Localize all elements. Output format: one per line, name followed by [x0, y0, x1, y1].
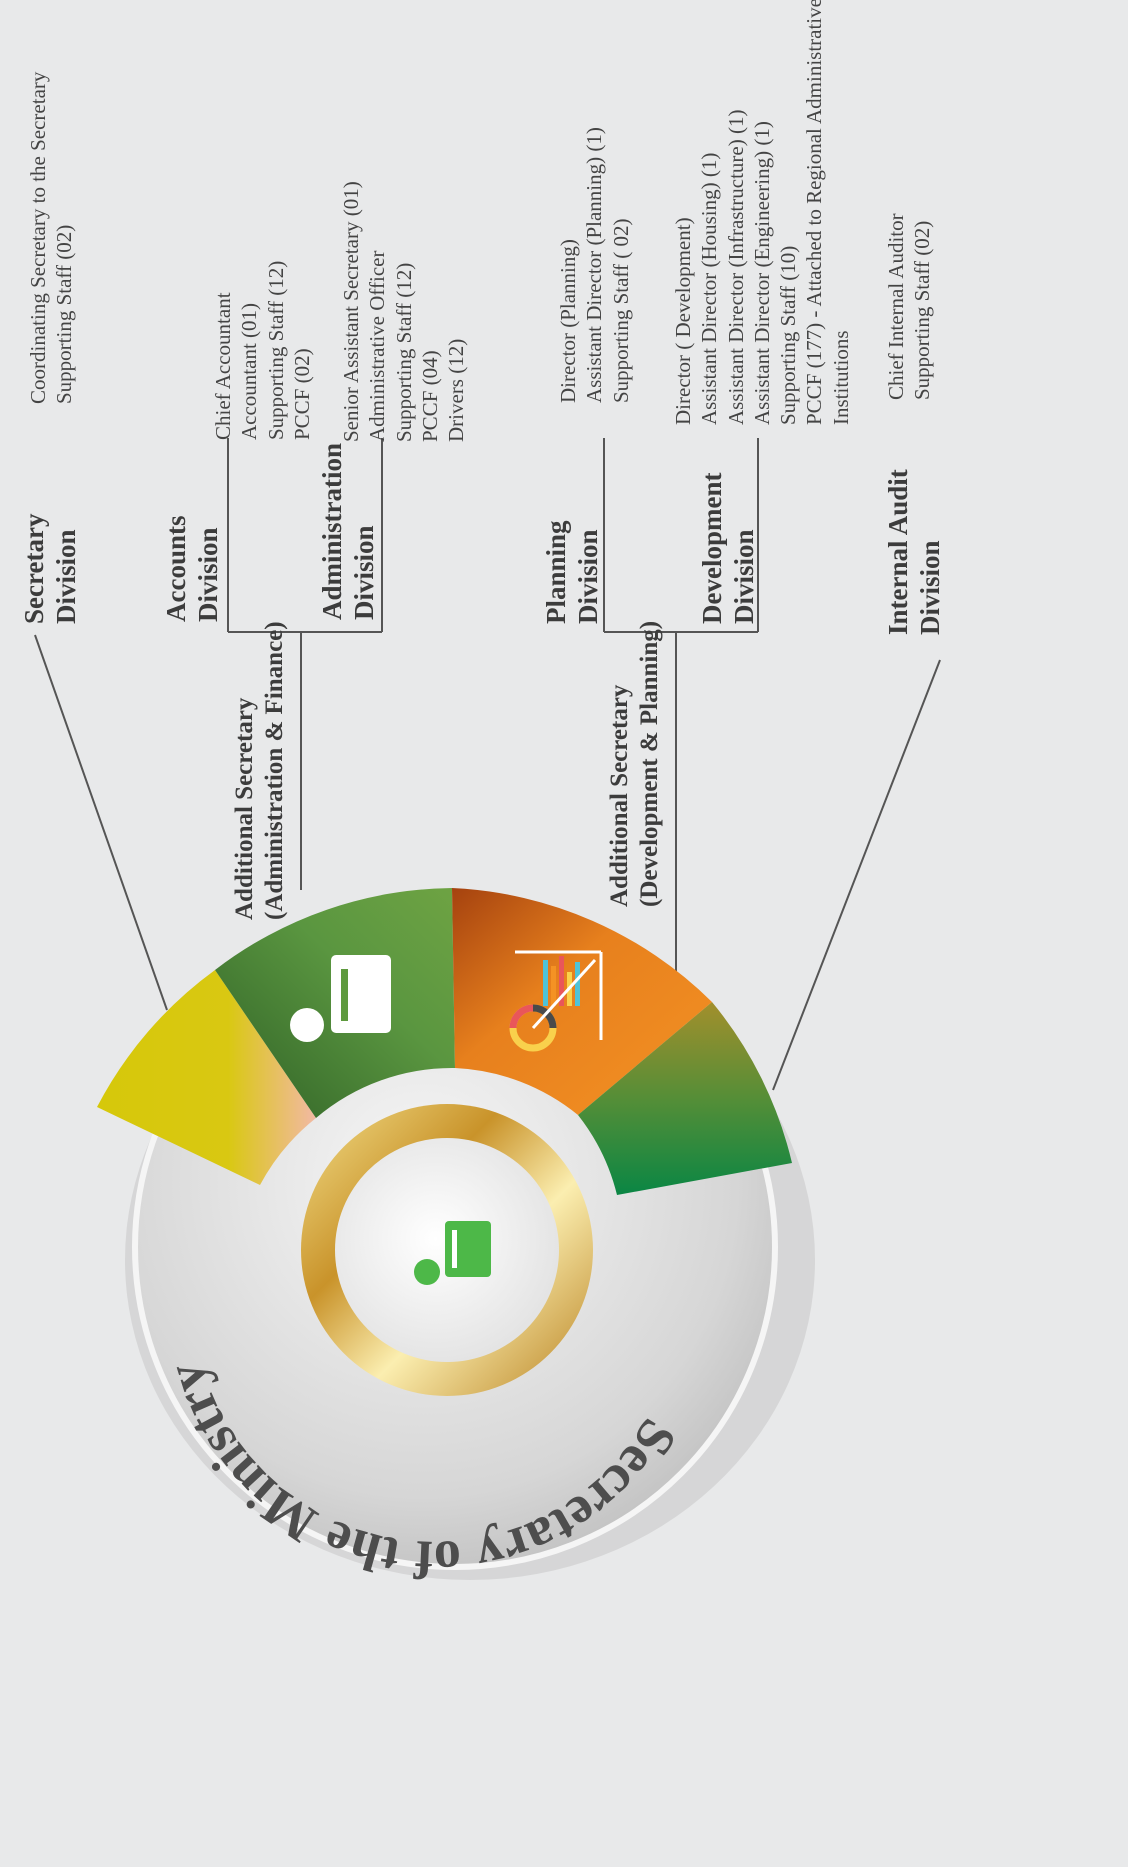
development-division-title: Development Division: [697, 472, 760, 624]
internal-audit-division-title: Internal Audit Division: [883, 469, 946, 635]
segment-dev-planning: [452, 888, 712, 1115]
person-icon: [290, 955, 391, 1042]
planning-division-staff: Director (Planning) Assistant Director (…: [556, 127, 633, 403]
accounts-division-staff: Chief Accountant Accountant (01) Support…: [211, 260, 314, 440]
chart-icon: [509, 950, 603, 1052]
planning-division-title: Planning Division: [541, 520, 604, 624]
administration-division-staff: Senior Assistant Secretary (01) Administ…: [339, 181, 468, 442]
accounts-division-title: Accounts Division: [161, 515, 224, 623]
secretary-division-title: Secretary Division: [19, 513, 82, 624]
person-icon: [414, 1221, 491, 1285]
segment-secretary: [97, 970, 316, 1185]
development-division-staff: Director ( Development) Assistant Direct…: [671, 0, 853, 425]
administration-division-title: Administration Division: [317, 442, 380, 620]
segment-internal-audit: [578, 1002, 792, 1195]
secretary-division-staff: Coordinating Secretary to the Secretary …: [26, 71, 77, 404]
connector-lines: [34, 438, 941, 1091]
internal-audit-division-staff: Chief Internal Auditor Supporting Staff …: [884, 213, 935, 400]
additional-secretary-dev-planning: Additional Secretary (Development & Plan…: [606, 620, 663, 907]
additional-secretary-admin-finance: Additional Secretary (Administration & F…: [231, 621, 288, 920]
